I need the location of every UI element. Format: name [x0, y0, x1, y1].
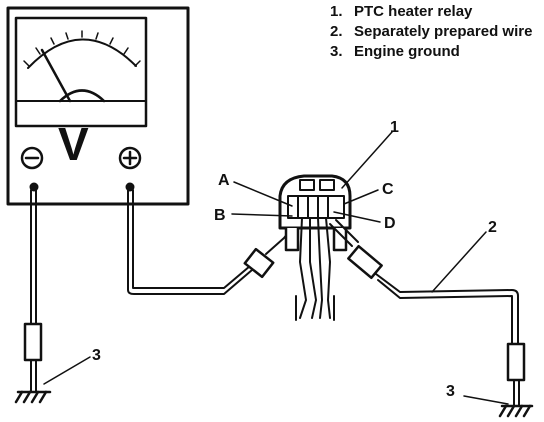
legend-text: Engine ground [354, 43, 460, 60]
callout-leader-ground-left [43, 356, 91, 385]
callout-ground-right: 3 [446, 383, 455, 400]
meter-scale-ticks [23, 30, 141, 67]
terminal-label-c: C [382, 181, 394, 198]
meter-pivot-cover [58, 89, 106, 103]
ground-probe-handle [506, 342, 526, 382]
negative-probe-handle [23, 322, 43, 362]
ground-left-icon [14, 390, 52, 404]
meter-needle [40, 48, 72, 103]
callout-leader-ground-right [463, 395, 509, 405]
callout-leader-relay [341, 131, 393, 189]
terminal-label-d: D [384, 215, 396, 232]
callout-relay: 1 [390, 119, 399, 136]
jumper-clip [347, 244, 383, 280]
callout-ground-left: 3 [92, 347, 101, 364]
positive-probe-handle [243, 247, 275, 279]
terminal-label-b: B [214, 207, 226, 224]
leader-terminal-d [333, 211, 381, 223]
terminal-label-a: A [218, 172, 230, 189]
negative-probe [23, 189, 43, 393]
meter-display-window [14, 16, 148, 128]
legend-text: PTC heater relay [354, 3, 473, 20]
leader-terminal-b [231, 213, 293, 217]
legend-item-ground: 3. Engine ground [330, 42, 540, 62]
ptc-heater-relay [278, 174, 352, 321]
legend-text: Separately prepared wire [354, 23, 533, 40]
positive-probe [127, 189, 293, 295]
callout-leader-wire [431, 231, 487, 293]
leader-terminal-a [233, 181, 293, 207]
positive-terminal-icon [118, 146, 142, 170]
separately-prepared-wire [329, 219, 526, 407]
relay-connector [287, 195, 345, 219]
meter-unit-label: V [58, 118, 89, 170]
meter-scale-arc [27, 38, 137, 69]
ground-right-icon [498, 404, 534, 418]
leader-terminal-c [343, 189, 379, 205]
legend-item-relay: 1. PTC heater relay [330, 2, 540, 22]
voltmeter [6, 6, 190, 206]
negative-terminal-icon [20, 146, 44, 170]
callout-wire: 2 [488, 219, 497, 236]
legend: 1. PTC heater relay 2. Separately prepar… [330, 2, 540, 62]
legend-number: 3. [330, 43, 343, 60]
legend-number: 1. [330, 3, 343, 20]
legend-number: 2. [330, 23, 343, 40]
legend-item-wire: 2. Separately prepared wire [330, 22, 540, 42]
